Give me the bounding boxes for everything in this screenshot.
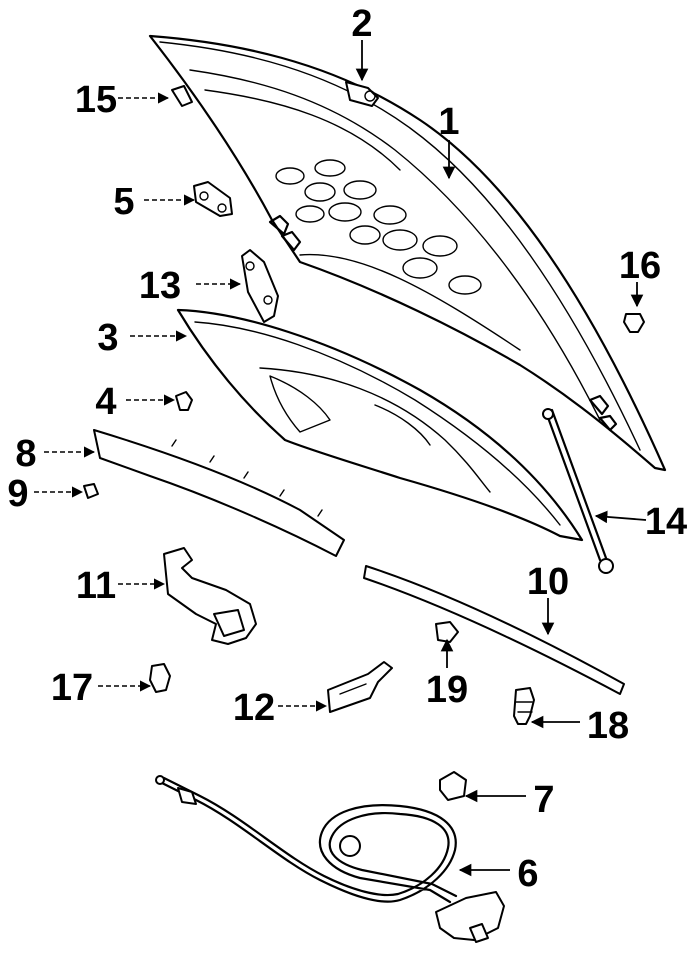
callout-19: 19 — [426, 669, 468, 711]
push-clip — [623, 313, 645, 333]
leader-lines — [34, 40, 647, 877]
bolt — [175, 391, 193, 411]
cable-clip — [439, 771, 467, 801]
callout-5: 5 — [113, 181, 134, 223]
release-handle — [163, 547, 257, 645]
latch-plate — [241, 249, 279, 323]
fastener — [513, 687, 535, 725]
callout-7: 7 — [533, 779, 554, 821]
latch-striker-stud — [345, 81, 379, 107]
hood-support-rod — [542, 408, 614, 574]
callout-11: 11 — [76, 565, 116, 607]
callout-3: 3 — [97, 317, 118, 359]
callout-6: 6 — [517, 853, 538, 895]
callout-labels: 2 1 15 5 16 13 3 4 8 9 14 10 11 19 17 12… — [7, 3, 687, 895]
callout-9: 9 — [7, 473, 28, 515]
hood-inner-holes — [275, 159, 482, 295]
hood-bumper — [171, 85, 193, 107]
hood-hinge-bracket — [193, 181, 233, 217]
molding-clip — [83, 483, 99, 499]
hood-insulator — [176, 308, 584, 542]
callout-8: 8 — [15, 433, 36, 475]
callout-1: 1 — [438, 101, 459, 143]
grommet — [435, 621, 459, 643]
callout-10: 10 — [527, 561, 569, 603]
callout-14: 14 — [645, 501, 687, 543]
release-cable — [155, 775, 505, 943]
callout-4: 4 — [95, 381, 116, 423]
hood-seal — [363, 565, 625, 695]
callout-15: 15 — [75, 79, 117, 121]
hood-front-molding — [93, 429, 345, 557]
callout-18: 18 — [587, 705, 629, 747]
latch-release-lever — [327, 661, 393, 713]
callout-13: 13 — [139, 265, 181, 307]
callout-17: 17 — [51, 667, 93, 709]
hood-panel — [148, 34, 667, 472]
push-pin — [149, 663, 171, 693]
callout-16: 16 — [619, 245, 661, 287]
callout-2: 2 — [351, 3, 372, 45]
callout-12: 12 — [233, 687, 275, 729]
